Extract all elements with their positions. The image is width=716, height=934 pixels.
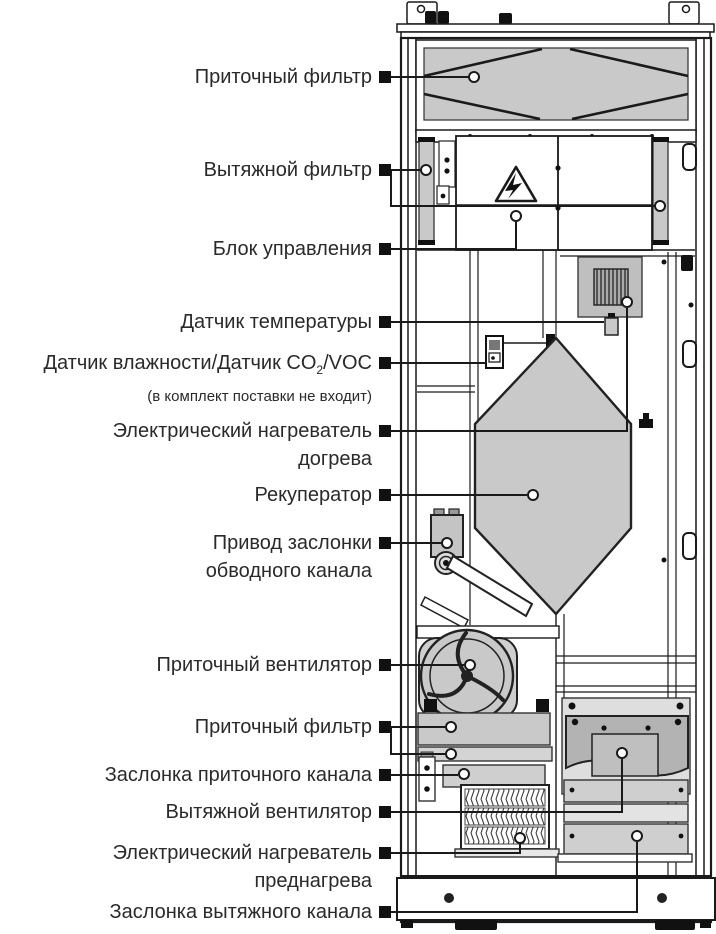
label-text: Рекуператор	[254, 484, 373, 506]
label-text: Приточный вентилятор	[156, 654, 372, 676]
label-bypass-damper-actuator: Привод заслонки обводного канала	[206, 529, 372, 585]
label-text: Вытяжной фильтр	[203, 159, 372, 181]
supply-fan-drawing	[416, 625, 560, 724]
component-circle-markers	[420, 71, 666, 844]
label-text: Заслонка приточного канала	[104, 764, 372, 786]
label-text: Приточный фильтр	[194, 716, 372, 738]
label-exhaust-fan: Вытяжной вентилятор	[165, 798, 372, 826]
label-exhaust-duct-damper: Заслонка вытяжного канала	[110, 898, 372, 926]
label-text: Заслонка вытяжного канала	[109, 901, 372, 923]
label-text: обводного канала	[205, 560, 372, 582]
label-supply-filter-bottom: Приточный фильтр	[195, 713, 372, 741]
bottom-right-stack-drawing	[557, 697, 693, 863]
label-text: Электрический нагреватель	[112, 842, 372, 864]
label-text: Датчик температуры	[180, 311, 372, 333]
recuperator-drawing	[473, 336, 653, 616]
label-text: преднагрева	[254, 870, 372, 892]
control-unit-drawing	[455, 135, 653, 251]
leader-lines	[390, 76, 654, 913]
high-voltage-warning-icon	[494, 165, 538, 203]
label-text: Датчик влажности/Датчик CO2/VOC	[43, 349, 372, 384]
label-temperature-sensor: Датчик температуры	[180, 308, 372, 336]
label-subscript: 2	[316, 363, 324, 377]
label-humidity-co2-voc-sensor: Датчик влажности/Датчик CO2/VOC (в компл…	[43, 349, 372, 410]
label-text: Вытяжной вентилятор	[165, 801, 372, 823]
label-reheater: Электрический нагреватель догрева	[113, 417, 372, 473]
cable-glands	[425, 11, 512, 24]
label-supply-fan: Приточный вентилятор	[157, 651, 372, 679]
mounting-bracket-right	[668, 1, 700, 25]
label-exhaust-filter: Вытяжной фильтр	[204, 156, 372, 184]
label-text: Приточный фильтр	[194, 66, 372, 88]
label-text: Привод заслонки	[212, 532, 372, 554]
preheater-fins	[460, 784, 550, 850]
label-text-part: Датчик влажности/Датчик CO	[43, 352, 317, 374]
label-text: Блок управления	[212, 238, 372, 260]
label-preheater: Электрический нагреватель преднагрева	[113, 839, 372, 895]
bypass-damper-actuator-drawing	[420, 508, 534, 630]
label-text: Электрический нагреватель	[112, 420, 372, 442]
label-supply-filter-top: Приточный фильтр	[195, 63, 372, 91]
label-supply-duct-damper: Заслонка приточного канала	[105, 761, 372, 789]
label-square-markers	[379, 71, 391, 918]
label-text: догрева	[298, 448, 372, 470]
supply-filter-top-drawing	[415, 39, 697, 143]
label-note: (в комплект поставки не входит)	[147, 388, 372, 405]
label-recuperator: Рекуператор	[255, 481, 373, 509]
temperature-sensor-drawing	[604, 313, 619, 336]
label-text-part: /VOC	[323, 352, 372, 374]
reheater-drawing	[560, 255, 695, 318]
label-control-unit: Блок управления	[213, 235, 372, 263]
